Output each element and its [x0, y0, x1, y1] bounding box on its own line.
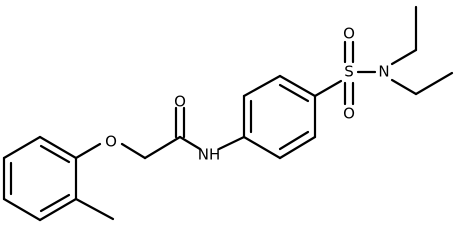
ethyl-lower-bond-2 [414, 71, 454, 96]
ring-oxygen-bond [74, 142, 102, 160]
ethyl-upper-bond-1 [390, 48, 418, 66]
sulfonamide-nitrogen-label: N [378, 63, 389, 81]
ch2-carbonyl-bond [143, 135, 182, 160]
sulfonyl-oxygen-top-label: O [343, 25, 355, 43]
ether-oxygen-label: O [105, 133, 117, 151]
chemical-structure: O O NH S O O N [2, 5, 454, 222]
oxygen-ch2-bond [120, 142, 147, 160]
carbonyl-nitrogen-bond [178, 135, 202, 151]
amide-nitrogen-label: NH [198, 146, 221, 164]
sulfonyl-oxygen-bottom-label: O [343, 105, 355, 123]
carbonyl-oxygen-label: O [174, 93, 186, 111]
sulfur-label: S [344, 63, 354, 81]
methyl-bond [74, 197, 115, 221]
ring-sulfur-bond [313, 79, 343, 98]
phenylene-ring [242, 74, 317, 160]
ethyl-lower-bond-1 [390, 78, 418, 96]
nitrogen-ring-bond [217, 135, 246, 151]
tolyl-ring [2, 135, 78, 222]
